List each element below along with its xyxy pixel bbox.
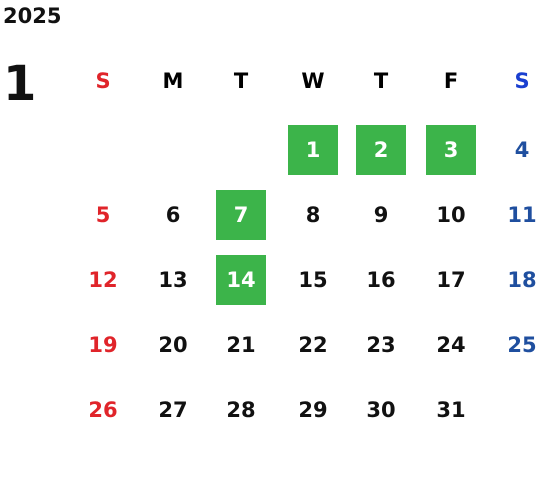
day-cell: 28 [226, 398, 256, 422]
day-cell: 2 [356, 125, 406, 175]
day-cell: 5 [95, 203, 111, 227]
year-label: 2025 [3, 4, 62, 28]
day-cell: 24 [436, 333, 466, 357]
weekday-header: F [443, 69, 459, 93]
day-cell: 30 [366, 398, 396, 422]
day-cell: 22 [298, 333, 328, 357]
day-cell: 18 [507, 268, 537, 292]
day-cell: 13 [158, 268, 188, 292]
weekday-header: W [301, 69, 325, 93]
day-cell: 8 [305, 203, 321, 227]
day-cell: 6 [165, 203, 181, 227]
day-cell: 29 [298, 398, 328, 422]
weekday-header: T [233, 69, 249, 93]
weekday-header: M [162, 69, 184, 93]
day-cell: 3 [426, 125, 476, 175]
day-cell: 9 [373, 203, 389, 227]
weekday-header: S [95, 69, 111, 93]
day-cell: 12 [88, 268, 118, 292]
day-cell: 21 [226, 333, 256, 357]
day-cell: 26 [88, 398, 118, 422]
day-cell: 23 [366, 333, 396, 357]
day-cell: 20 [158, 333, 188, 357]
day-cell: 25 [507, 333, 537, 357]
day-cell: 1 [288, 125, 338, 175]
day-cell: 4 [514, 138, 530, 162]
day-cell: 14 [216, 255, 266, 305]
day-cell: 11 [507, 203, 537, 227]
day-cell: 7 [216, 190, 266, 240]
day-cell: 31 [436, 398, 466, 422]
day-cell: 15 [298, 268, 328, 292]
weekday-header: S [514, 69, 530, 93]
day-cell: 10 [436, 203, 466, 227]
month-number: 1 [3, 56, 37, 112]
day-cell: 27 [158, 398, 188, 422]
weekday-header: T [373, 69, 389, 93]
day-cell: 19 [88, 333, 118, 357]
day-cell: 17 [436, 268, 466, 292]
day-cell: 16 [366, 268, 396, 292]
